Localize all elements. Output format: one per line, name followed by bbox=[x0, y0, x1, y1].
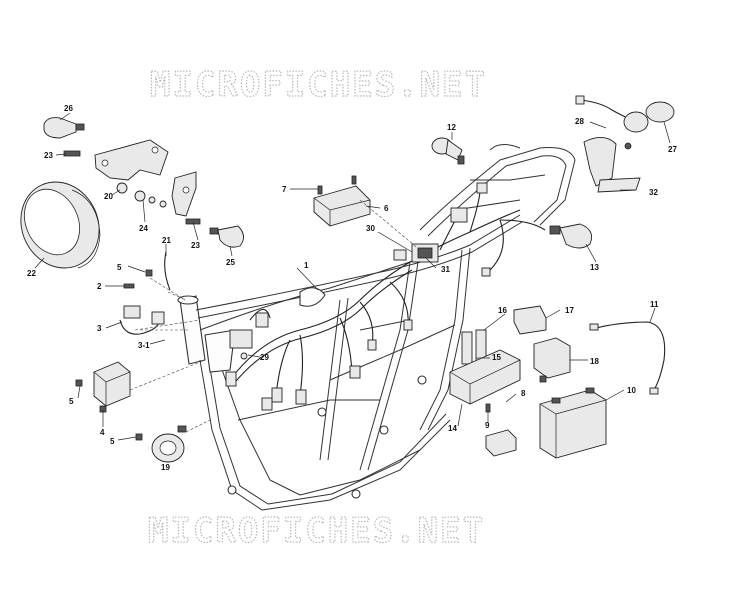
callout-28: 28 bbox=[575, 117, 584, 126]
callout-18: 18 bbox=[590, 357, 599, 366]
leader-lines bbox=[34, 112, 671, 441]
callout-19: 19 bbox=[161, 463, 170, 472]
tail-light bbox=[431, 137, 465, 165]
assembly-lines bbox=[129, 199, 421, 433]
callout-30: 30 bbox=[366, 224, 375, 233]
callout-26: 26 bbox=[64, 104, 73, 113]
callout-31: 31 bbox=[441, 265, 450, 274]
callout-22: 22 bbox=[27, 269, 36, 278]
callout-12: 12 bbox=[447, 123, 456, 132]
regulator bbox=[75, 361, 143, 441]
callout-29: 29 bbox=[260, 353, 269, 362]
callout-2: 2 bbox=[97, 282, 102, 291]
electrical-box bbox=[449, 305, 571, 413]
callout-20: 20 bbox=[104, 192, 113, 201]
rubber-mount bbox=[485, 429, 517, 457]
frame bbox=[177, 144, 576, 511]
callout-4: 4 bbox=[100, 428, 105, 437]
callout-3-1: 3-1 bbox=[138, 341, 150, 350]
callout-labels: 1 2 3 3-1 4 5 5 5 6 7 8 9 10 11 12 13 14… bbox=[27, 104, 677, 472]
callout-27: 27 bbox=[668, 145, 677, 154]
watermark-top: MICROFICHES.NET bbox=[150, 65, 487, 105]
callout-25: 25 bbox=[226, 258, 235, 267]
callout-15: 15 bbox=[492, 353, 501, 362]
watermark-bottom: MICROFICHES.NET bbox=[148, 511, 485, 551]
cable-tie-21 bbox=[164, 251, 171, 291]
callout-23-right: 23 bbox=[191, 241, 200, 250]
gauge-assembly bbox=[575, 95, 675, 193]
callout-5-bottom: 5 bbox=[110, 437, 115, 446]
callout-5-top: 5 bbox=[117, 263, 122, 272]
callout-10: 10 bbox=[627, 386, 636, 395]
ignition-coil bbox=[119, 283, 165, 335]
control-module bbox=[313, 175, 371, 227]
headlight-brackets bbox=[63, 139, 201, 225]
callout-3: 3 bbox=[97, 324, 102, 333]
battery bbox=[539, 387, 607, 459]
callout-9: 9 bbox=[485, 421, 490, 430]
callout-5-left: 5 bbox=[69, 397, 74, 406]
horn bbox=[151, 425, 187, 463]
callout-23-left: 23 bbox=[44, 151, 53, 160]
callout-32: 32 bbox=[649, 188, 658, 197]
callout-17: 17 bbox=[565, 306, 574, 315]
callout-6: 6 bbox=[384, 204, 389, 213]
wiring-harness bbox=[225, 182, 546, 411]
screw-5 bbox=[145, 269, 153, 277]
callout-13: 13 bbox=[590, 263, 599, 272]
callout-7: 7 bbox=[282, 185, 287, 194]
callout-1: 1 bbox=[304, 261, 309, 270]
callout-11: 11 bbox=[650, 300, 659, 309]
callout-16: 16 bbox=[498, 306, 507, 315]
callout-14: 14 bbox=[448, 424, 457, 433]
callout-8: 8 bbox=[521, 389, 526, 398]
turn-signals bbox=[43, 117, 593, 249]
battery-cable bbox=[589, 321, 666, 395]
headlight bbox=[20, 181, 101, 269]
callout-21: 21 bbox=[162, 236, 171, 245]
callout-24: 24 bbox=[139, 224, 148, 233]
